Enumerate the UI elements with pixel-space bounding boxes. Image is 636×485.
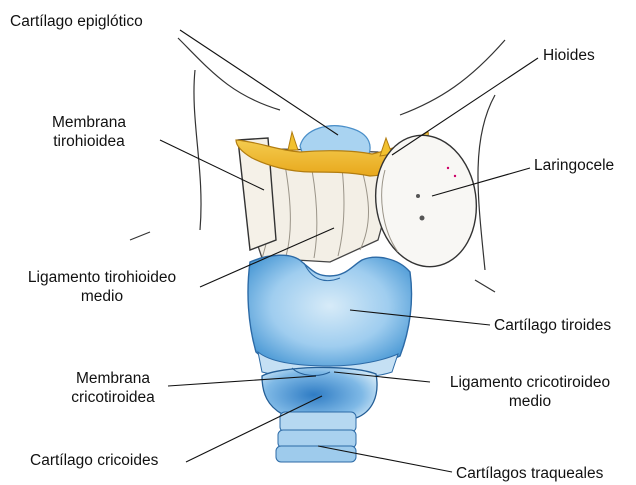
- label-ligamento-tirohioideo-medio: Ligamento tirohioideo medio: [10, 268, 194, 306]
- label-membrana-cricotiroidea: Membrana cricotiroidea: [58, 369, 168, 407]
- hyoid-lesser-horn-left: [288, 132, 298, 150]
- label-ligamento-tirohioideo-medio-line1: Ligamento tirohioideo: [10, 268, 194, 287]
- label-membrana-cricotiroidea-line2: cricotiroidea: [58, 388, 168, 407]
- thyroid-cartilage-shape: [248, 255, 412, 368]
- label-hioides: Hioides: [543, 46, 595, 65]
- label-membrana-tirohioidea-line2: tirohioidea: [34, 132, 144, 151]
- label-ligamento-tirohioideo-medio-line2: medio: [10, 287, 194, 306]
- trachea-shape: [276, 412, 356, 462]
- label-membrana-tirohioidea-line1: Membrana: [34, 113, 144, 132]
- label-cartilago-epiglotico: Cartílago epiglótico: [10, 12, 143, 31]
- label-ligamento-cricotiroideo-medio: Ligamento cricotiroideo medio: [432, 373, 628, 411]
- label-membrana-tirohioidea: Membrana tirohioidea: [34, 113, 144, 151]
- label-membrana-cricotiroidea-line1: Membrana: [58, 369, 168, 388]
- label-cartilagos-traqueales: Cartílagos traqueales: [456, 464, 603, 483]
- label-ligamento-cricotiroideo-medio-line2: medio: [432, 392, 628, 411]
- label-cartilago-cricoides: Cartílago cricoides: [30, 451, 158, 470]
- label-laringocele: Laringocele: [534, 156, 614, 175]
- label-cartilago-tiroides: Cartílago tiroides: [494, 316, 611, 335]
- label-ligamento-cricotiroideo-medio-line1: Ligamento cricotiroideo: [432, 373, 628, 392]
